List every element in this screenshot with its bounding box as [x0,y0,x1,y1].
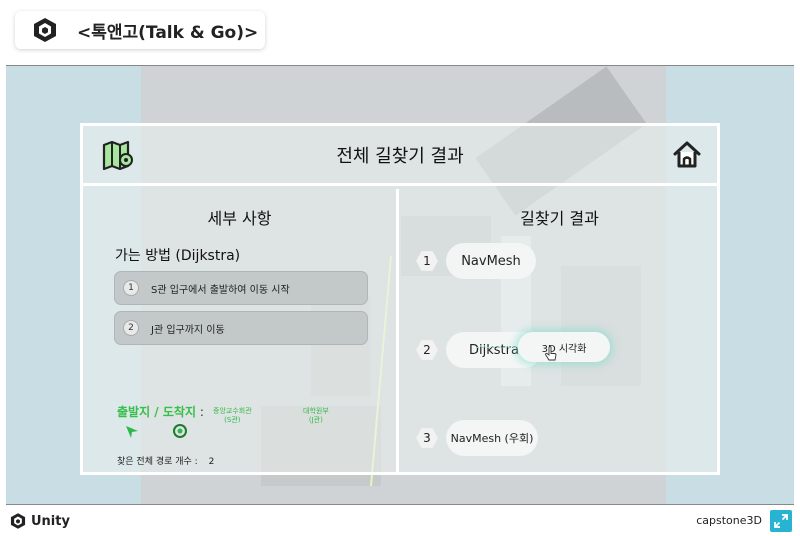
unity-footer-logo: Unity [9,512,70,530]
route-number-badge: 3 [416,428,438,448]
step-text: S관 입구에서 출발하여 이동 시작 [151,284,290,296]
route-count-value: 2 [208,457,215,467]
route-method: 가는 방법 (Dijkstra) [115,248,241,264]
route-count: 찾은 전체 경로 개수 : 2 [117,454,214,467]
route-option-1: 1 NavMesh [416,243,536,279]
unity-cube-icon [34,18,56,42]
app-title-card: <톡앤고(Talk & Go)> [15,11,265,49]
destination-label: 도착지 [162,405,196,419]
route-option-3: 3 NavMesh (우회) [416,420,538,456]
details-pane: 세부 사항 가는 방법 (Dijkstra) 1 S관 입구에서 출발하여 이동… [83,189,399,472]
route-count-label: 찾은 전체 경로 개수 : [117,457,198,467]
legend-separator: / [150,405,163,419]
legend-colon: : [196,405,204,419]
origin-label: 출발지 [117,405,151,419]
project-name: capstone3D [696,514,762,527]
step-text: J관 입구까지 이동 [151,324,225,336]
viz-connector-line [476,347,516,348]
unity-footer: Unity capstone3D [0,506,800,536]
step-number: 2 [123,320,139,336]
route-number-badge: 1 [416,251,438,271]
panel-title: 전체 길찾기 결과 [336,145,464,167]
panel-header: 전체 길찾기 결과 [83,126,717,186]
details-title: 세부 사항 [207,209,272,228]
fullscreen-button[interactable] [770,510,792,532]
home-icon[interactable] [671,139,703,171]
3d-visualize-button[interactable]: 3D 시각화 [518,332,610,362]
fullscreen-icon [774,514,788,528]
route-option-2: 2 Dijkstra [416,332,542,368]
end-place: 대학원부 (J관) [303,407,329,425]
route-step-1: 1 S관 입구에서 출발하여 이동 시작 [114,271,368,305]
start-place: 중앙교수회관 (S관) [213,407,252,425]
route-navmesh-button[interactable]: NavMesh [446,243,536,279]
unity-cube-icon [10,513,26,529]
route-results-title: 길찾기 결과 [520,209,599,228]
end-place-code: (J관) [308,416,323,424]
route-result-panel: 전체 길찾기 결과 세부 사항 가는 방법 (Dijkstra) 1 S관 입구… [80,123,720,475]
3d-visualize-label: 3D 시각화 [541,343,587,355]
start-arrow-icon [126,426,138,438]
step-number: 1 [123,280,139,296]
end-place-name: 대학원부 [303,407,329,415]
route-number-badge: 2 [416,340,438,360]
hand-pointer-icon [545,346,557,361]
destination-target-icon [173,424,187,438]
app-title: <톡앤고(Talk & Go)> [77,22,259,43]
start-place-name: 중앙교수회관 [213,407,252,415]
map-icon [102,140,133,171]
route-results-pane: 길찾기 결과 1 NavMesh 2 Dijkstra 3 NavMesh (우… [402,189,717,472]
game-canvas[interactable]: 전체 길찾기 결과 세부 사항 가는 방법 (Dijkstra) 1 S관 입구… [6,65,794,505]
route-navmesh-detour-button[interactable]: NavMesh (우회) [446,420,538,456]
origin-destination-label: 출발지 / 도착지 : [117,403,204,420]
unity-brand-text: Unity [31,513,70,529]
start-place-code: (S관) [224,416,241,424]
route-step-2: 2 J관 입구까지 이동 [114,311,368,345]
